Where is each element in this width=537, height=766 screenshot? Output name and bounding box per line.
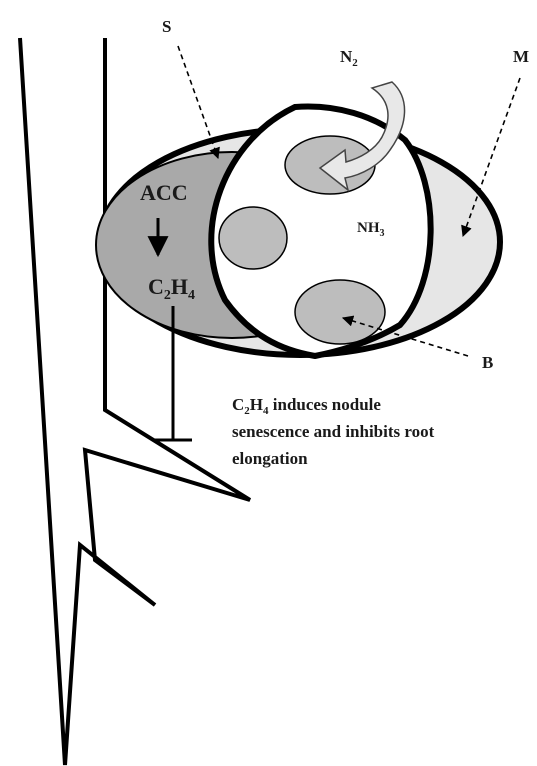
label-m: M	[513, 47, 529, 66]
bacteroid-middle	[219, 207, 287, 269]
label-acc: ACC	[140, 180, 188, 205]
label-c2h4: C2H4	[148, 274, 195, 303]
bacteroid-bottom	[295, 280, 385, 344]
s-dashed-arrow	[178, 46, 218, 158]
caption: C2H4 induces nodule senescence and inhib…	[232, 395, 435, 468]
caption-line-1: C2H4 induces nodule	[232, 395, 381, 417]
caption-line-2: senescence and inhibits root	[232, 422, 435, 441]
label-n2: N2	[340, 47, 358, 69]
label-b: B	[482, 353, 493, 372]
caption-line-3: elongation	[232, 449, 308, 468]
label-s: S	[162, 17, 171, 36]
